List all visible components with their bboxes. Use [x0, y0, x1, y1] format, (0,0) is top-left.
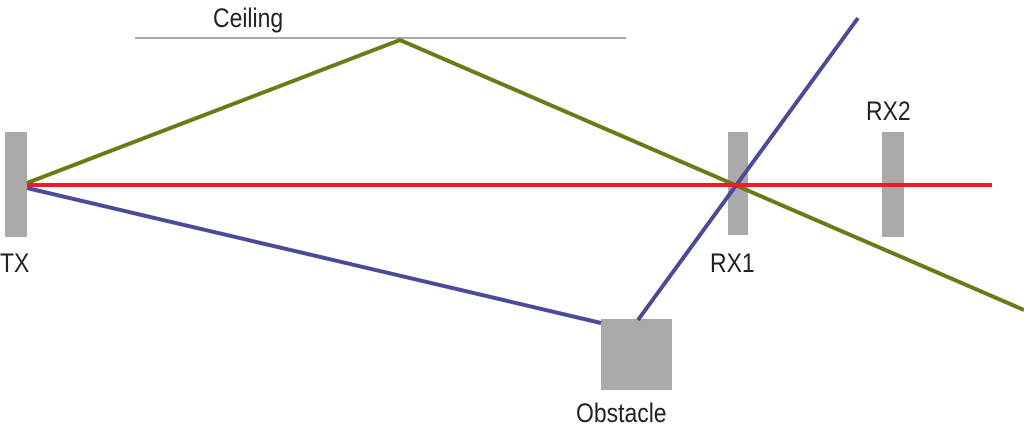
rx2-label: RX2	[866, 96, 911, 126]
ceiling-reflection-path	[26, 37, 1024, 312]
tx-antenna	[5, 132, 27, 237]
ceiling-label: Ceiling	[213, 3, 284, 33]
obstacle-label: Obstacle	[576, 398, 667, 428]
obstacle-block	[601, 319, 672, 390]
obstacle-incident-path	[26, 186, 602, 325]
tx-label: TX	[0, 248, 30, 278]
rx1-label: RX1	[710, 248, 755, 278]
obstacle-reflected-path	[636, 16, 860, 322]
